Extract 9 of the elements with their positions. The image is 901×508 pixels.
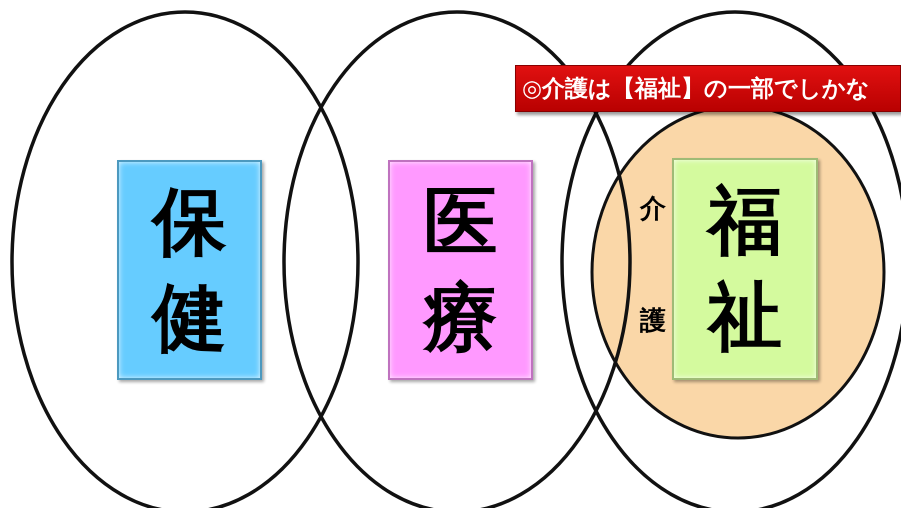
vertical-label: 介護 (640, 193, 666, 338)
note-text: ◎介護は【福祉】の一部でしかな (522, 75, 870, 104)
note-banner (515, 65, 901, 112)
term-box (672, 158, 818, 380)
term-box (117, 160, 262, 380)
term-label: 保健 (152, 178, 226, 363)
term-box (388, 160, 533, 380)
term-label: 医療 (424, 178, 498, 363)
term-label: 福祉 (708, 172, 782, 366)
